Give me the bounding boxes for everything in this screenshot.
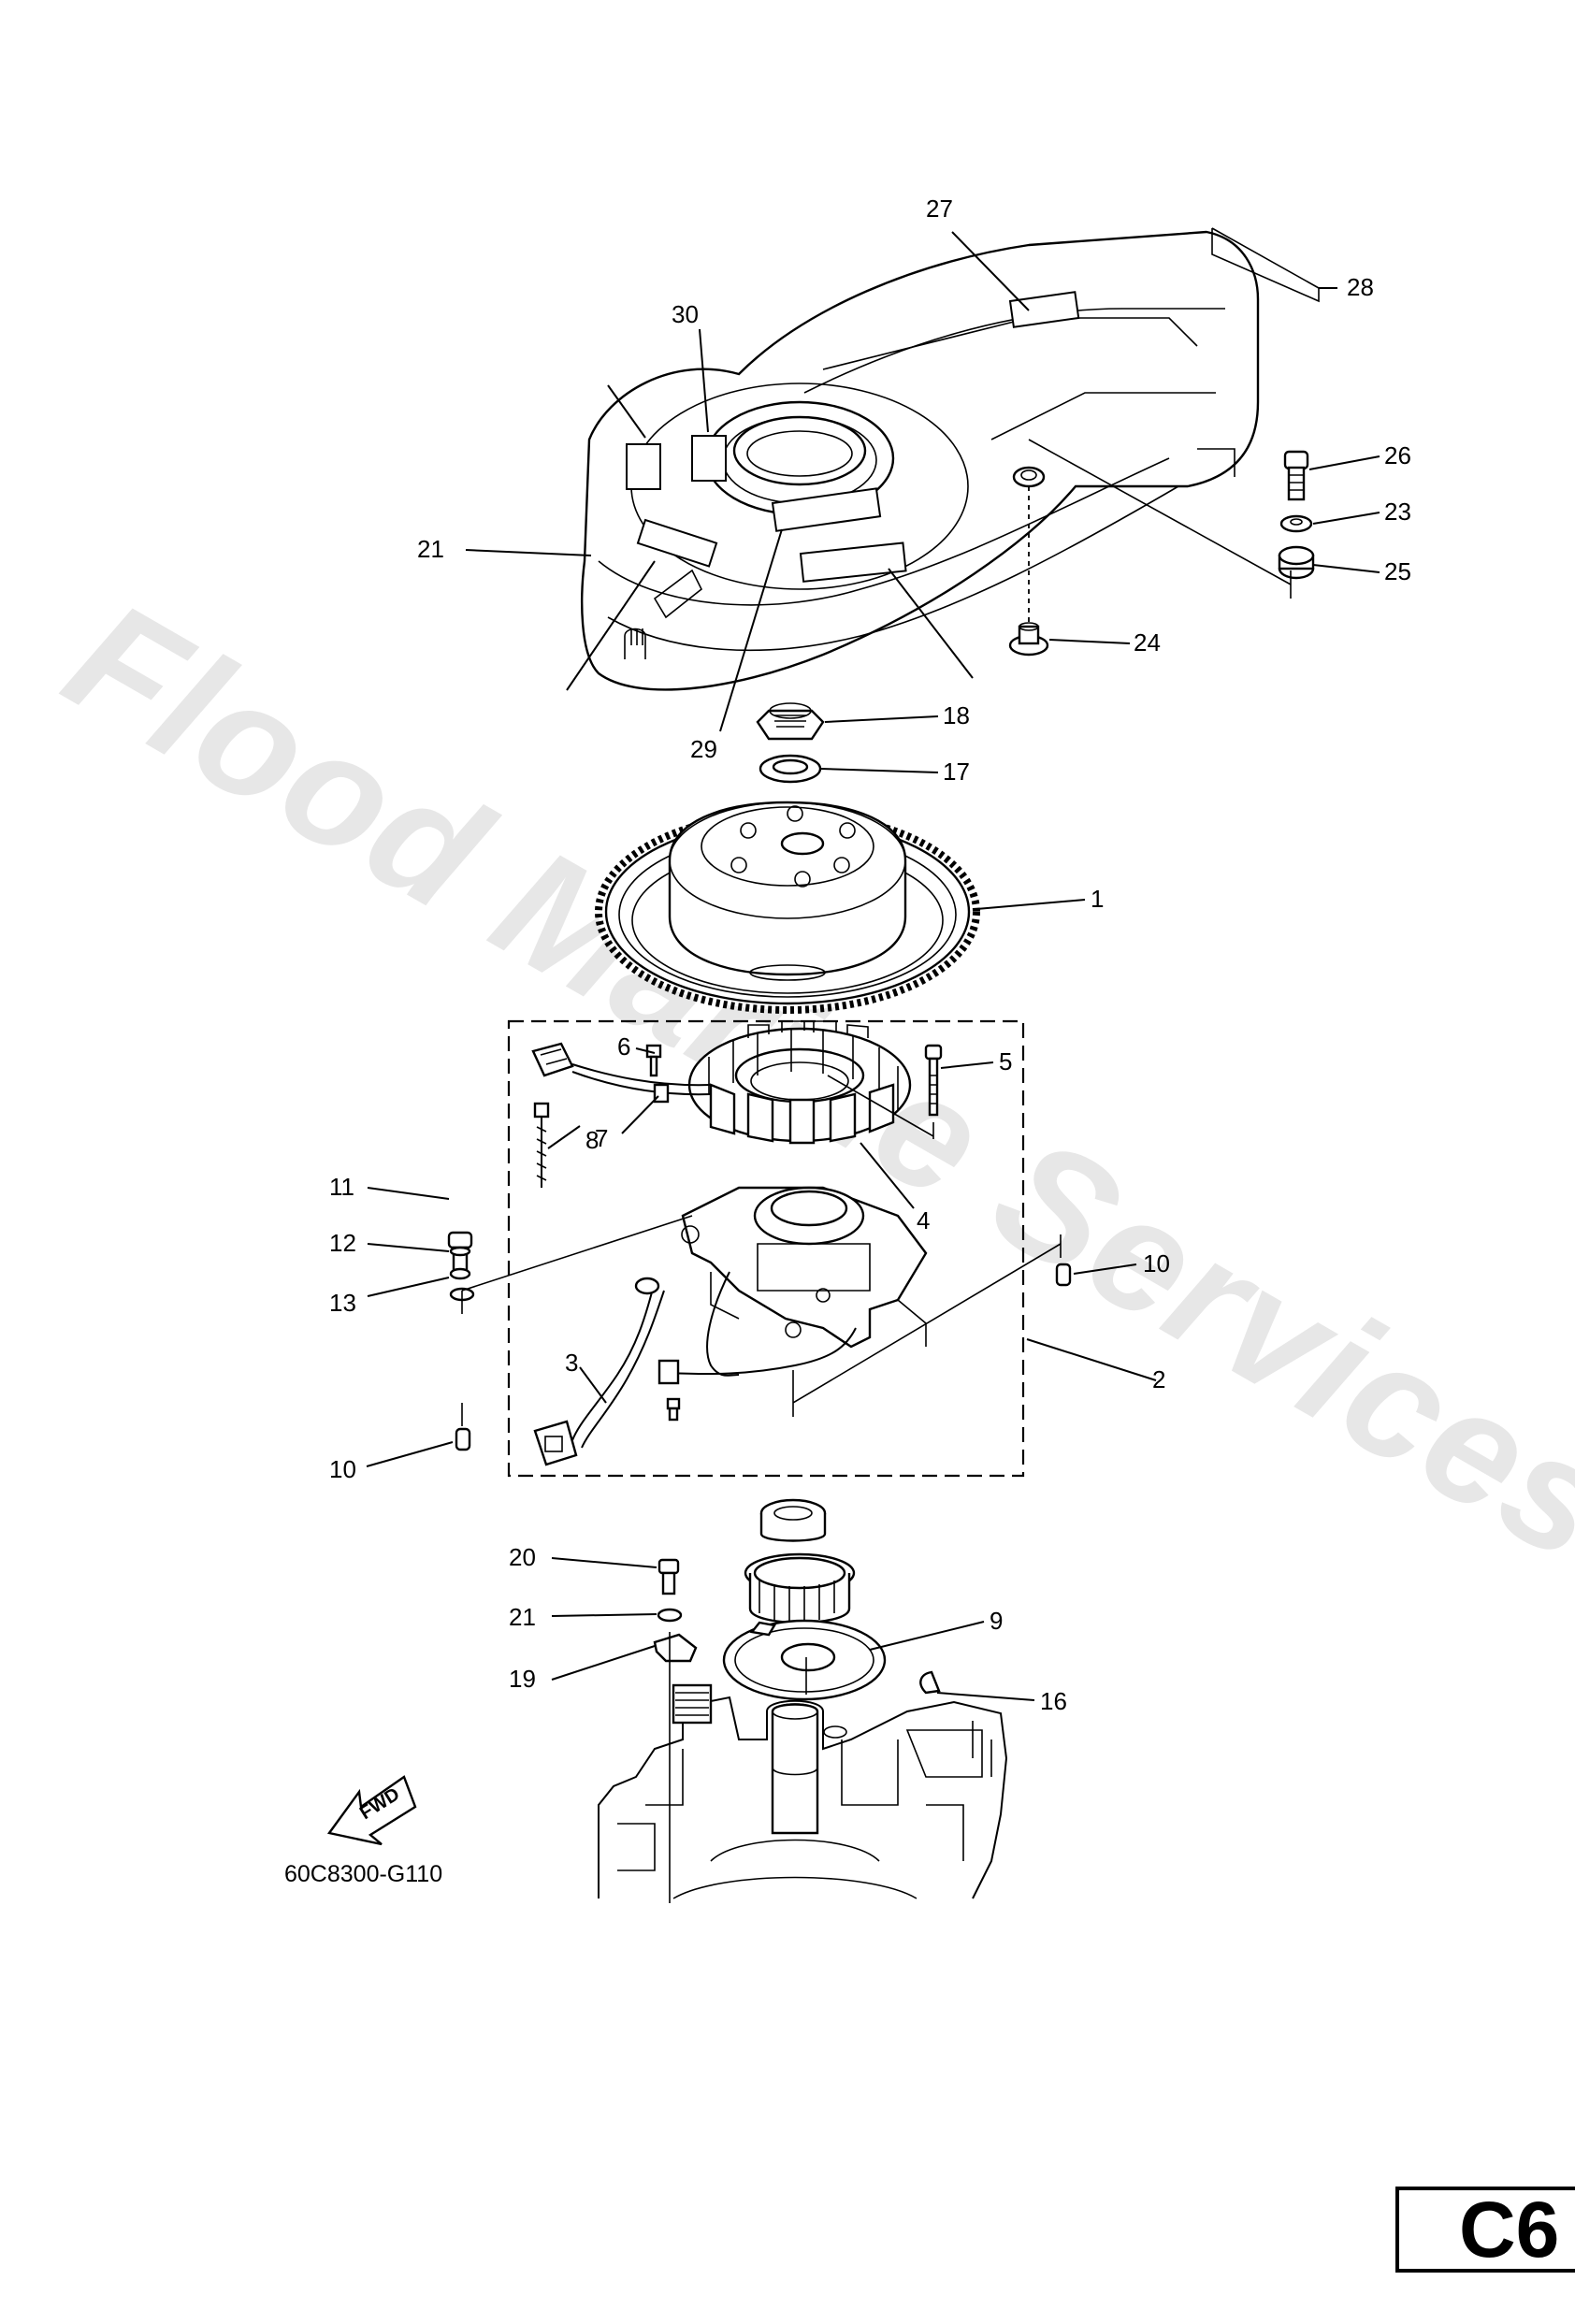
callout-8: 8 [585,1126,599,1154]
pulser-plate-9 [724,1621,885,1699]
callout-16: 18 [943,701,970,729]
callout-12: 12 [329,1229,356,1257]
stator-base-plate [682,1188,926,1347]
callout-22: 25 [1384,557,1411,585]
washer-15 [760,756,820,782]
woodruff-key-14 [920,1672,939,1693]
screw-8 [535,1104,548,1188]
dowel-10-left [456,1429,470,1450]
callout-14: 16 [1040,1687,1067,1715]
fwd-direction-arrow: FWD [329,1777,415,1844]
callout-10-left: 10 [329,1455,356,1483]
callout-18: 20 [509,1543,536,1571]
drawing-code: 60C8300-G110 [284,1861,442,1887]
callout-13: 13 [329,1289,356,1317]
callout-27: 30 [672,300,699,328]
callout-20: 21 [417,535,444,563]
callout-19: 21 [509,1603,536,1631]
washer-19 [658,1609,681,1621]
callout-3: 3 [565,1349,578,1377]
callout-24: 27 [926,195,953,223]
callout-1: 1 [1091,885,1104,913]
callout-21-lower: 24 [1134,628,1161,657]
bushing-collar [761,1500,825,1541]
callout-4: 4 [917,1206,930,1234]
callout-5: 5 [999,1047,1012,1075]
callout-26: 29 [690,735,717,763]
bolt-23 [1285,452,1308,499]
callout-6: 6 [617,1032,630,1061]
powerhead-block [599,1685,1006,1898]
grommet-21-lower [1010,623,1048,655]
screw-18 [659,1560,678,1594]
callout-10-right: 10 [1143,1249,1170,1277]
page-tag-box: C6 [1395,2187,1575,2273]
callout-2: 2 [1152,1365,1165,1393]
callout-23: 26 [1384,441,1411,469]
callout-11: 11 [329,1173,354,1201]
page-tag-text: C6 [1459,2185,1559,2274]
callout-15: 17 [943,758,970,786]
callout-9: 9 [990,1607,1003,1635]
callout-21-upper: 23 [1384,498,1411,526]
nut-16 [758,703,823,739]
washer-12 [451,1248,470,1255]
plate-17 [655,1635,696,1661]
callout-25: 28 [1347,273,1374,301]
dowel-10-right [1057,1264,1070,1285]
starter-hub [745,1554,854,1623]
grommet-22 [1279,547,1313,578]
callout-17: 19 [509,1665,536,1693]
flywheel [599,802,976,1010]
